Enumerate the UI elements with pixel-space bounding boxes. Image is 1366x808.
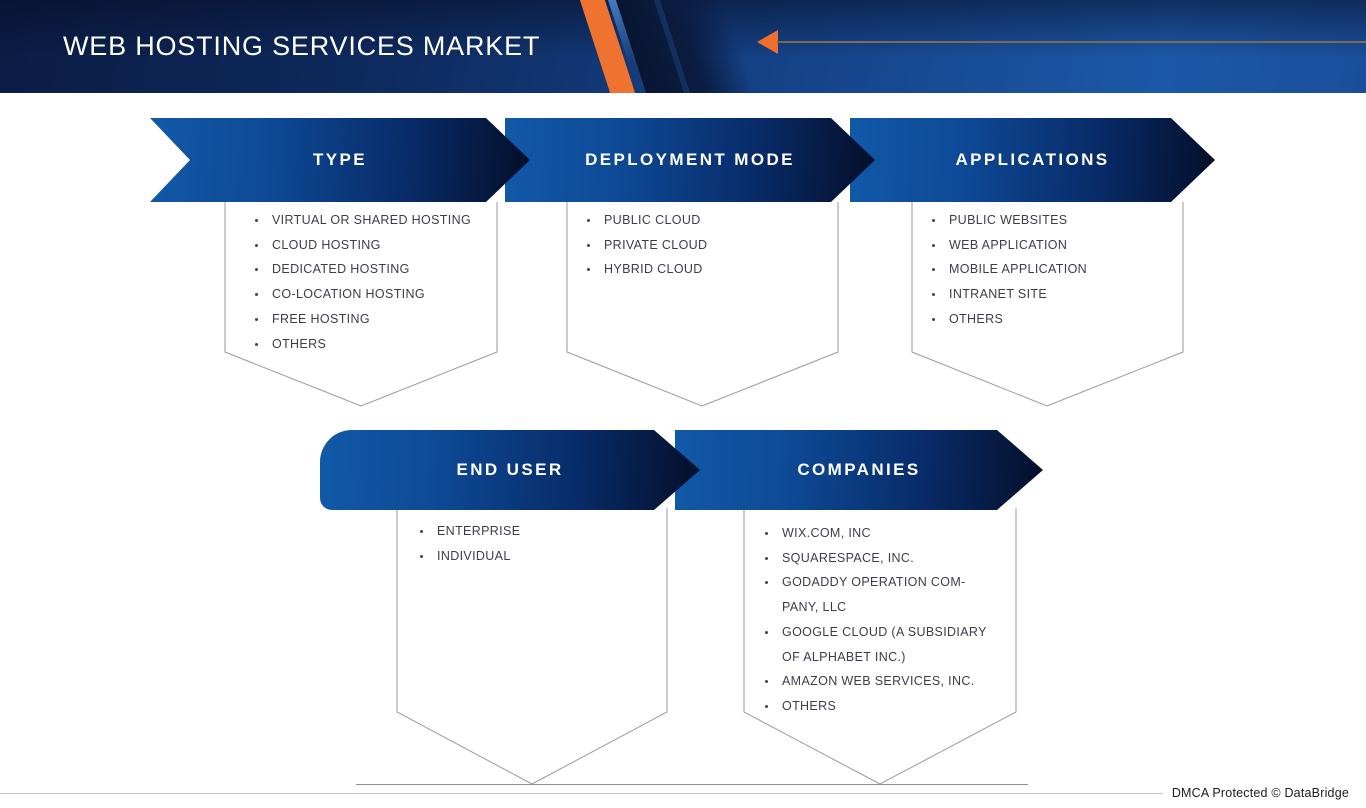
list-item-text: INDIVIDUAL [437, 548, 511, 563]
list-item: CLOUD HOSTING [253, 233, 493, 258]
list-item: OTHERS [763, 694, 1011, 719]
panel-outline-type [224, 202, 498, 407]
list-item-text: OTHERS [949, 311, 1004, 326]
list-item: INDIVIDUAL [418, 544, 658, 569]
list-item: FREE HOSTING [253, 307, 493, 332]
panel-outline-end-user [396, 508, 668, 785]
segment-banner-companies: COMPANIES [675, 430, 1043, 510]
list-item-text: GOOGLE CLOUD (A SUBSIDIARY OF ALPHABET I… [782, 624, 987, 664]
panel-outline [566, 202, 839, 407]
list-item: AMAZON WEB SERVICES, INC. [763, 669, 1011, 694]
list-item: CO-LOCATION HOSTING [253, 282, 493, 307]
list-item-text: WEB APPLICATION [949, 237, 1068, 252]
list-item: PUBLIC WEBSITES [930, 208, 1175, 233]
list-item-text: OTHERS [782, 698, 837, 713]
segment-label: TYPE [312, 150, 367, 169]
panel-outline [911, 202, 1184, 407]
list-item-text: OTHERS [272, 336, 327, 351]
list-item: MOBILE APPLICATION [930, 257, 1175, 282]
segment-list-companies: WIX.COM, INC SQUARESPACE, INC. GODADDY OPE… [763, 521, 1011, 719]
list-item: INTRANET SITE [930, 282, 1175, 307]
list-item: OTHERS [930, 307, 1175, 332]
footer-divider-lower [0, 793, 1163, 794]
list-item-text: AMAZON WEB SERVICES, INC. [782, 674, 975, 689]
list-item: DEDICATED HOSTING [253, 257, 493, 282]
panel-outline [224, 202, 498, 407]
segment-banner-applications: APPLICATIONS [850, 118, 1215, 202]
header-banner: WEB HOSTING SERVICES MARKET [0, 0, 1366, 93]
arrow-line [777, 41, 1366, 43]
list-item: HYBRID CLOUD [585, 257, 825, 282]
list-item-text: PUBLIC WEBSITES [949, 213, 1068, 227]
panel-outline-companies [743, 508, 1017, 785]
segment-label: APPLICATIONS [955, 150, 1110, 169]
list-item-text: ENTERPRISE [437, 524, 521, 538]
segment-list-applications: PUBLIC WEBSITES WEB APPLICATION MOBILE APP… [930, 208, 1175, 332]
list-item: WEB APPLICATION [930, 233, 1175, 258]
list-item-text: HYBRID CLOUD [604, 262, 703, 277]
list-item-text: CLOUD HOSTING [272, 237, 381, 252]
page-title: WEB HOSTING SERVICES MARKET [63, 31, 541, 61]
segment-label: END USER [456, 460, 564, 479]
list-item: SQUARESPACE, INC. [763, 546, 1011, 571]
segment-label: DEPLOYMENT MODE [585, 150, 795, 169]
list-item-text: INTRANET SITE [949, 287, 1048, 302]
segment-banner-deployment-mode: DEPLOYMENT MODE [505, 118, 875, 202]
list-item: PRIVATE CLOUD [585, 233, 825, 258]
segment-label: COMPANIES [797, 460, 921, 479]
dmca-copyright: DMCA Protected © DataBridge [1171, 786, 1349, 800]
panel-outline [743, 508, 1017, 785]
list-item-text: SQUARESPACE, INC. [782, 550, 915, 565]
list-item: OTHERS [253, 332, 493, 357]
list-item: ENTERPRISE [418, 519, 658, 544]
segment-banner-end-user: END USER [320, 430, 700, 510]
list-item-text: VIRTUAL OR SHARED HOSTING [272, 213, 472, 227]
list-item: WIX.COM, INC [763, 521, 1011, 546]
segment-list-deployment-mode: PUBLIC CLOUD PRIVATE CLOUD HYBRID CLOUD [585, 208, 825, 282]
list-item-text: CO-LOCATION HOSTING [272, 287, 425, 302]
panel-outline-deployment [566, 202, 839, 407]
list-item: VIRTUAL OR SHARED HOSTING [253, 208, 493, 233]
list-item: GOOGLE CLOUD (A SUBSIDIARY OF ALPHABET I… [763, 620, 1011, 669]
panel-outline [396, 508, 668, 785]
list-item-text: PUBLIC CLOUD [604, 213, 701, 227]
list-item: PUBLIC CLOUD [585, 208, 825, 233]
list-item-text: DEDICATED HOSTING [272, 262, 410, 277]
segment-banner-type: TYPE [150, 118, 530, 202]
list-item-text: MOBILE APPLICATION [949, 262, 1088, 277]
list-item: GODADDY OPERATION COM- PANY, LLC [763, 570, 1011, 619]
footer-divider-upper [356, 784, 1028, 785]
list-item-text: WIX.COM, INC [782, 526, 871, 540]
list-item-text: PRIVATE CLOUD [604, 237, 708, 252]
segment-list-type: VIRTUAL OR SHARED HOSTING CLOUD HOSTING DE… [253, 208, 493, 356]
list-item-text: FREE HOSTING [272, 311, 370, 326]
left-arrow-icon [757, 30, 778, 54]
list-item-text: GODADDY OPERATION COM- PANY, LLC [782, 575, 966, 615]
panel-outline-applications [911, 202, 1184, 407]
segment-list-end-user: ENTERPRISE INDIVIDUAL [418, 519, 658, 568]
